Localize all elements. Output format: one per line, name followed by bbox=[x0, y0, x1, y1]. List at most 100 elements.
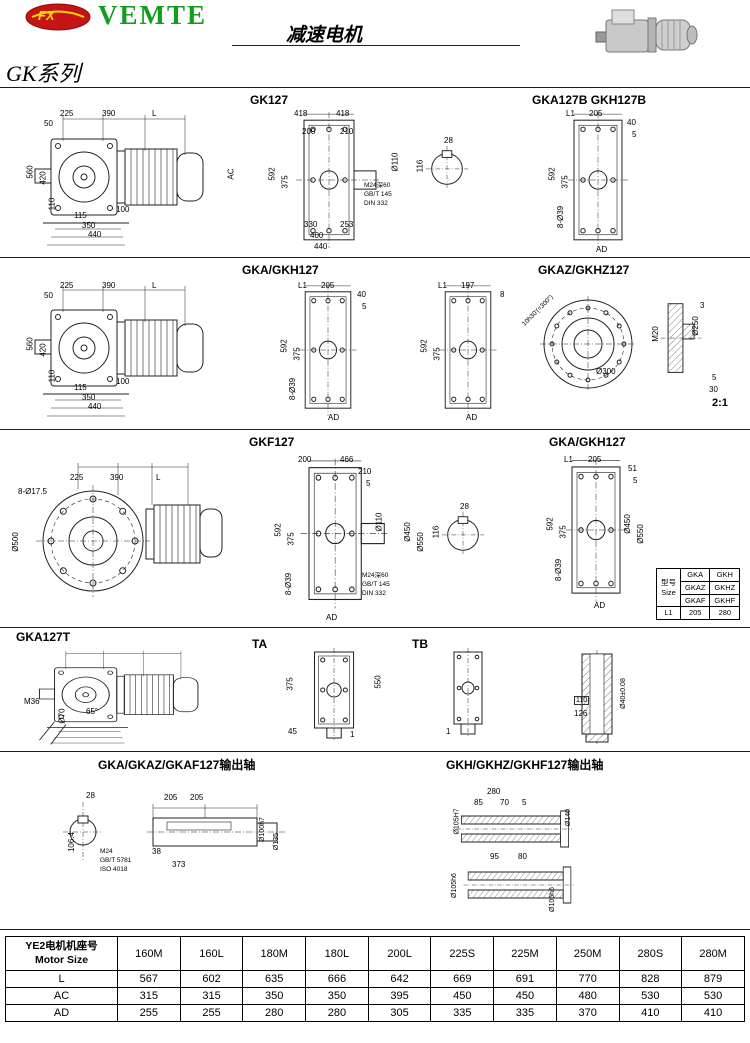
col-header: 225M bbox=[493, 936, 557, 971]
drawing-title-gka-gkh127-flange: GKA/GKH127 bbox=[549, 435, 626, 449]
dim-label: L bbox=[156, 473, 161, 482]
scale-label: 2:1 bbox=[712, 397, 728, 409]
value-cell: 530 bbox=[618, 987, 683, 1005]
type-cell: GKA bbox=[679, 568, 711, 582]
type-table-header: 型号 Size bbox=[656, 567, 681, 608]
col-header: 180M bbox=[242, 936, 307, 971]
value-cell: 770 bbox=[555, 970, 620, 988]
dim-label: Ø450 bbox=[622, 514, 632, 534]
value-cell: 255 bbox=[179, 1004, 244, 1022]
dim-label: 8-Ø39 bbox=[288, 377, 298, 401]
dim-label: 70 bbox=[500, 798, 509, 807]
dim-label: 375 bbox=[286, 532, 296, 546]
gkaz127-flange-view bbox=[539, 295, 637, 393]
col-header: 280S bbox=[618, 936, 683, 971]
dim-label: 440 bbox=[88, 402, 102, 411]
drawing-title-gkf127: GKF127 bbox=[249, 435, 295, 449]
dim-label: Ø500 bbox=[10, 532, 20, 552]
dim-label: AD bbox=[594, 601, 606, 610]
dim-label: 8 bbox=[500, 290, 505, 299]
gearbox-photo bbox=[595, 9, 698, 53]
col-header: 180L bbox=[305, 936, 369, 971]
dim-label: Ø300 bbox=[596, 367, 616, 376]
title-underline bbox=[232, 45, 520, 46]
gka127-side-view bbox=[34, 285, 204, 417]
dim-label: 5 bbox=[522, 798, 527, 807]
dim-label: 550 bbox=[373, 675, 383, 689]
dim-label: 110 bbox=[47, 369, 57, 383]
hollow-shaft-bottom-drawing bbox=[463, 866, 575, 904]
thread-note: M24深60 GB/T 145 DIN 332 bbox=[364, 182, 392, 207]
row-label: AC bbox=[5, 987, 118, 1005]
dim-label: AD bbox=[466, 413, 478, 422]
dim-label: 115 bbox=[74, 211, 87, 220]
dim-label: 40 bbox=[357, 290, 366, 299]
dim-label: 28 bbox=[444, 136, 453, 145]
value-cell: 370 bbox=[555, 1004, 620, 1022]
dim-label: Ø250 bbox=[690, 316, 700, 336]
dim-label: 5 bbox=[362, 302, 367, 311]
brand-logo-icon bbox=[25, 3, 91, 31]
dim-label: 110 bbox=[47, 197, 57, 211]
dim-label: 38 bbox=[152, 847, 161, 856]
section-divider bbox=[0, 257, 750, 258]
dim-label: 592 bbox=[267, 167, 277, 181]
value-cell: 280 bbox=[305, 1004, 369, 1022]
dim-label: 592 bbox=[273, 523, 283, 537]
tb-view bbox=[453, 647, 483, 737]
dim-label: 116 bbox=[431, 525, 441, 539]
dim-label: L1 bbox=[564, 455, 573, 464]
page-title: 减速电机 bbox=[286, 25, 363, 46]
dim-label: 420 bbox=[38, 171, 48, 185]
dim-label: 115 bbox=[74, 383, 87, 392]
dim-label: AC bbox=[226, 168, 236, 180]
dim-label: 28 bbox=[86, 791, 95, 800]
drawing-title-ta: TA bbox=[252, 637, 268, 651]
dim-label: 440 bbox=[314, 242, 328, 251]
l1-label: L1 bbox=[656, 606, 681, 620]
dim-label: 375 bbox=[560, 175, 570, 189]
dim-label: 375 bbox=[558, 525, 568, 539]
value-cell: 691 bbox=[493, 970, 557, 988]
dim-label: 375 bbox=[285, 677, 295, 691]
drawing-title-gka127t: GKA127T bbox=[16, 630, 71, 644]
section-divider bbox=[0, 929, 750, 930]
motor-dimension-table: YE2电机机座号 Motor Size 160M 160L 180M 180L … bbox=[5, 936, 745, 1022]
value-cell: 879 bbox=[681, 970, 745, 988]
dim-label: L1 bbox=[566, 109, 575, 118]
dim-label: 205 bbox=[190, 793, 204, 802]
col-header: 280M bbox=[681, 936, 745, 971]
drawing-title-tb: TB bbox=[412, 637, 428, 651]
value-cell: 669 bbox=[430, 970, 495, 988]
value-cell: 635 bbox=[242, 970, 307, 988]
dim-label: 560 bbox=[25, 337, 35, 351]
dim-label: 51 bbox=[628, 464, 637, 473]
value-cell: 642 bbox=[367, 970, 432, 988]
dim-label: 592 bbox=[419, 339, 429, 353]
col-header: 160L bbox=[179, 936, 244, 971]
section-divider bbox=[0, 627, 750, 628]
dim-label: 100 bbox=[116, 377, 130, 386]
dim-label: Ø105H7 bbox=[453, 808, 461, 835]
value-cell: 350 bbox=[305, 987, 369, 1005]
dim-label: 400 bbox=[310, 231, 324, 240]
gka127t-side-view bbox=[38, 650, 199, 745]
value-cell: 315 bbox=[179, 987, 244, 1005]
dim-label: Ø70 bbox=[57, 708, 67, 724]
dim-label: L1 bbox=[298, 281, 307, 290]
value-cell: 395 bbox=[367, 987, 432, 1005]
dim-label: 390 bbox=[110, 473, 124, 482]
value-cell: 450 bbox=[493, 987, 557, 1005]
dim-label: 205 bbox=[588, 455, 602, 464]
dim-label: 5 bbox=[712, 373, 717, 382]
dim-label: 200 bbox=[302, 127, 316, 136]
dim-label: 30 bbox=[709, 385, 718, 394]
logo-text: FX bbox=[38, 8, 55, 23]
value-cell: 335 bbox=[430, 1004, 495, 1022]
drawing-title-gkaz-gkhz127: GKAZ/GKHZ127 bbox=[538, 263, 630, 277]
dim-label: 466 bbox=[340, 455, 354, 464]
type-cell: GKHF bbox=[709, 593, 741, 608]
value-cell: 410 bbox=[618, 1004, 683, 1022]
dim-label: 253 bbox=[340, 220, 354, 229]
section-divider bbox=[0, 751, 750, 752]
